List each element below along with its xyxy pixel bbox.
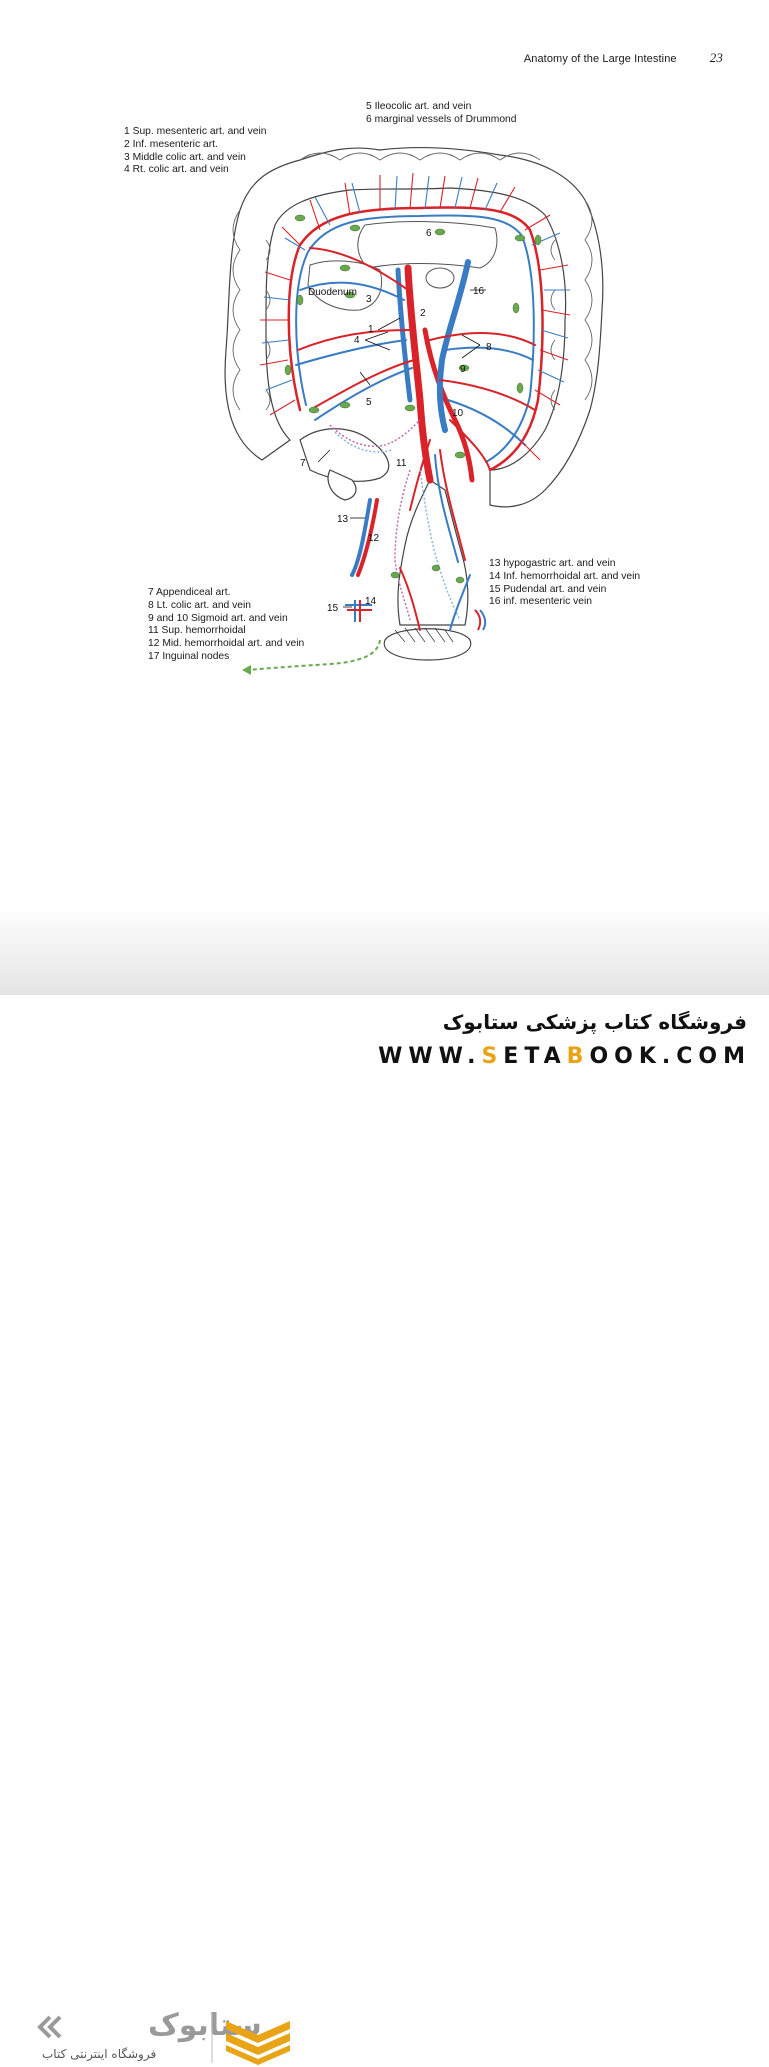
label-16: 16 (473, 286, 485, 297)
legend-item: 5 Ileocolic art. and vein (366, 101, 472, 112)
colon-vascular-illustration: Duodenum 1 2 3 4 5 6 7 8 9 10 11 12 13 1… (224, 146, 604, 675)
running-head: Anatomy of the Large Intestine 23 (524, 50, 723, 66)
label-7: 7 (300, 458, 306, 469)
label-3: 3 (366, 294, 372, 305)
legend-item: 1 Sup. mesenteric art. and vein (124, 126, 267, 137)
label-11: 11 (396, 458, 407, 469)
lymph-nodes (284, 214, 542, 584)
label-1: 1 (368, 324, 374, 335)
url-part-accent: B (566, 1044, 590, 1069)
legend-item: 2 Inf. mesenteric art. (124, 138, 218, 150)
label-duodenum: Duodenum (308, 287, 357, 298)
haustra (232, 152, 593, 411)
label-4: 4 (354, 335, 360, 346)
legend-item: 17 Inguinal nodes (148, 650, 230, 662)
label-5: 5 (366, 397, 372, 408)
url-part: ETA (503, 1044, 567, 1069)
legend-item: 9 and 10 Sigmoid art. and vein (148, 612, 288, 624)
legend-item: 13 hypogastric art. and vein (489, 558, 616, 569)
store-name: فروشگاه کتاب پزشکی ستابوک (442, 1010, 747, 1034)
inguinal-nodes-arrow (242, 639, 381, 675)
url-part: OOK.COM (589, 1044, 751, 1069)
legend-top: 5 Ileocolic art. and vein 6 marginal ves… (366, 101, 517, 127)
legend-item: 15 Pudendal art. and vein (489, 583, 607, 595)
legend-item: 4 Rt. colic art. and vein (124, 164, 229, 176)
url-part: WWW. (378, 1044, 482, 1069)
chevrons-icon (37, 2015, 62, 2039)
marginal-vessels (287, 206, 544, 472)
page-bottom-shadow (0, 905, 769, 995)
label-14: 14 (365, 596, 377, 607)
logo-wordmark: ستابوک (148, 2008, 262, 2043)
legend-bottom-right: 13 hypogastric art. and vein 14 Inf. hem… (489, 558, 640, 609)
legend-bottom-left: 7 Appendiceal art. 8 Lt. colic art. and … (148, 587, 304, 664)
label-9: 9 (460, 364, 466, 375)
label-10: 10 (452, 408, 464, 419)
legend-item: 11 Sup. hemorrhoidal (148, 625, 246, 637)
legend-item: 7 Appendiceal art. (148, 587, 231, 598)
label-15: 15 (327, 603, 339, 614)
label-13: 13 (337, 514, 349, 525)
legend-item: 14 Inf. hemorrhoidal art. and vein (489, 570, 641, 582)
legend-item: 12 Mid. hemorrhoidal art. and vein (148, 638, 305, 650)
legend-item: 8 Lt. colic art. and vein (148, 599, 252, 611)
label-12: 12 (368, 533, 380, 544)
legend-top-left: 1 Sup. mesenteric art. and vein 2 Inf. m… (124, 126, 267, 177)
label-6: 6 (426, 228, 432, 239)
figure-labels: Duodenum 1 2 3 4 5 6 7 8 9 10 11 12 13 1… (300, 228, 492, 614)
logo-subtitle: فروشگاه اینترنتی کتاب (42, 2047, 157, 2061)
store-url[interactable]: WWW.SETABOOK.COM (378, 1044, 751, 1069)
page-number: 23 (709, 50, 723, 65)
label-2: 2 (420, 308, 426, 319)
label-8: 8 (486, 342, 492, 353)
vasa-recta (259, 172, 571, 461)
running-head-title: Anatomy of the Large Intestine (523, 53, 677, 65)
duodenum-region (307, 221, 498, 311)
branch-vessels (295, 247, 536, 631)
anal-region (394, 627, 454, 643)
legend-item: 6 marginal vessels of Drummond (366, 113, 517, 125)
legend-item: 16 inf. mesenteric vein (489, 596, 593, 608)
url-part-accent: S (481, 1044, 504, 1069)
legend-item: 3 Middle colic art. and vein (124, 151, 246, 163)
leader-lines (317, 289, 486, 608)
pudendal-vessels (345, 600, 487, 631)
